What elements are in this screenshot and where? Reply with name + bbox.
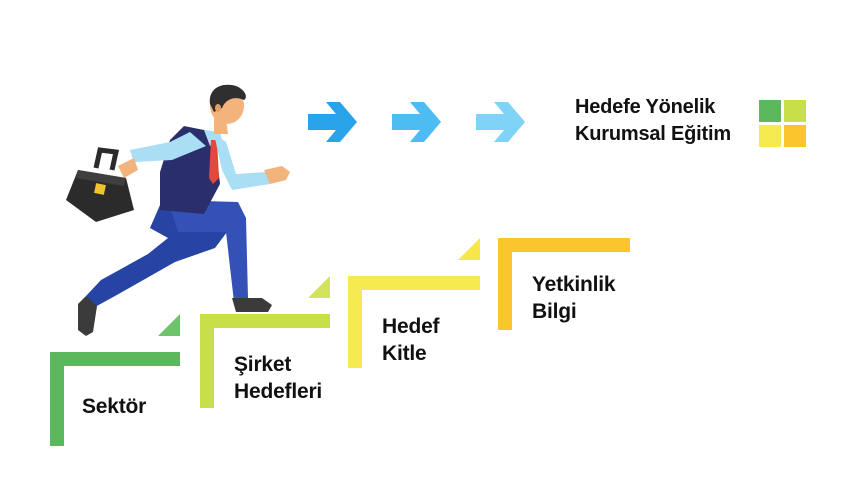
- logo-icon: [759, 100, 806, 147]
- step-yetkinlik-riser: [498, 238, 512, 330]
- step-sirket-riser: [200, 314, 214, 408]
- arrow-right-icon: [392, 102, 441, 142]
- step-label-sektor: Sektör: [82, 394, 146, 421]
- step-hedef-corner: [458, 238, 480, 260]
- step-sektor-tread: [50, 352, 180, 366]
- step-label-line: Şirket: [234, 353, 292, 376]
- step-yetkinlik-tread: [498, 238, 630, 252]
- step-sirket-hedefleri: [200, 276, 330, 408]
- page-title: Hedefe Yönelik Kurumsal Eğitim: [575, 94, 731, 148]
- briefcase-icon: [66, 147, 134, 222]
- logo-square: [759, 125, 781, 147]
- step-label-line: Yetkinlik: [532, 273, 616, 296]
- step-label-line: Hedefleri: [234, 379, 323, 403]
- title-line-1: Hedefe Yönelik: [575, 96, 716, 118]
- step-label-line: Hedef: [382, 315, 440, 338]
- step-label-yetkinlik-bilgi: Yetkinlik Bilgi: [532, 272, 616, 326]
- step-yetkinlik-bilgi: [498, 238, 630, 330]
- step-sirket-tread: [200, 314, 330, 328]
- step-hedef-tread: [348, 276, 480, 290]
- progress-arrows: [308, 102, 525, 142]
- step-hedef-riser: [348, 276, 362, 368]
- step-sektor-riser: [50, 352, 64, 446]
- logo-square: [784, 125, 806, 147]
- step-label-hedef-kitle: Hedef Kitle: [382, 314, 440, 368]
- step-label-line: Bilgi: [532, 299, 577, 323]
- step-hedef-kitle: [348, 238, 480, 368]
- logo-square: [784, 100, 806, 122]
- arrow-right-icon: [308, 102, 357, 142]
- step-sektor-corner: [158, 314, 180, 336]
- step-label-line: Kitle: [382, 341, 427, 365]
- logo-square: [759, 100, 781, 122]
- step-label-sirket-hedefleri: Şirket Hedefleri: [234, 352, 322, 406]
- step-label-line: Sektör: [82, 395, 147, 418]
- runner-figure-icon: [78, 84, 290, 336]
- title-line-2: Kurumsal Eğitim: [575, 123, 731, 145]
- arrow-right-icon: [476, 102, 525, 142]
- step-sirket-corner: [308, 276, 330, 298]
- step-sektor: [50, 314, 180, 446]
